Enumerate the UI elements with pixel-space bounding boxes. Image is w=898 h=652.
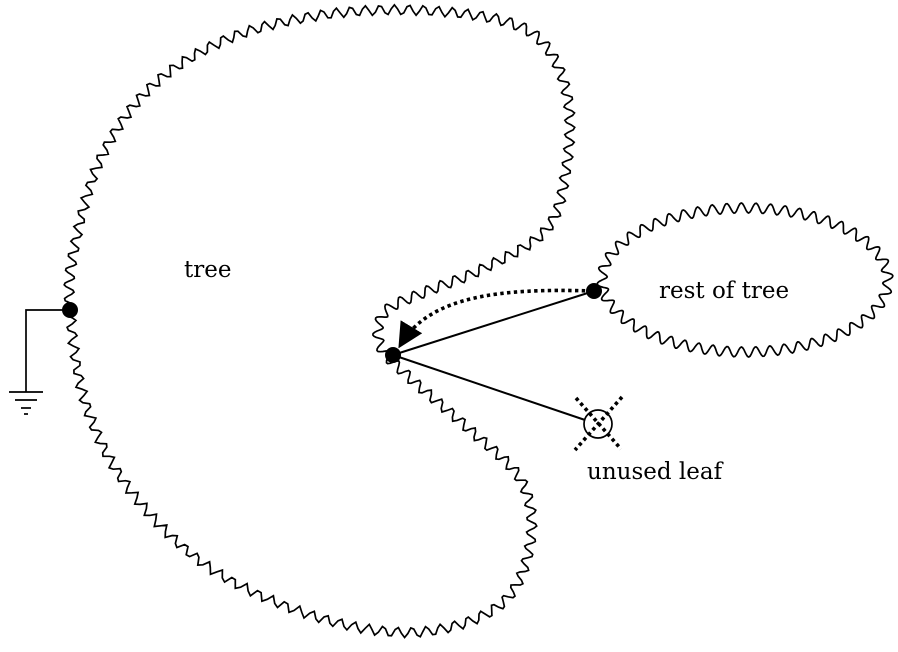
edge-to-rest-of-tree — [392, 290, 595, 356]
rest-of-tree-label: rest of tree — [659, 278, 789, 304]
crossed-circle-icon — [573, 395, 624, 452]
ground-icon — [9, 309, 70, 415]
branch-node — [385, 347, 401, 363]
rest-of-tree-node — [586, 283, 602, 299]
unused-leaf-label: unused leaf — [587, 459, 724, 485]
edge-to-unused-leaf — [392, 354, 589, 422]
tree-label: tree — [184, 257, 231, 283]
rest-of-tree-region-outline — [596, 202, 894, 358]
root-node — [62, 302, 78, 318]
dotted-curved-arrow-icon — [398, 288, 593, 349]
tree-region-outline — [63, 3, 576, 639]
